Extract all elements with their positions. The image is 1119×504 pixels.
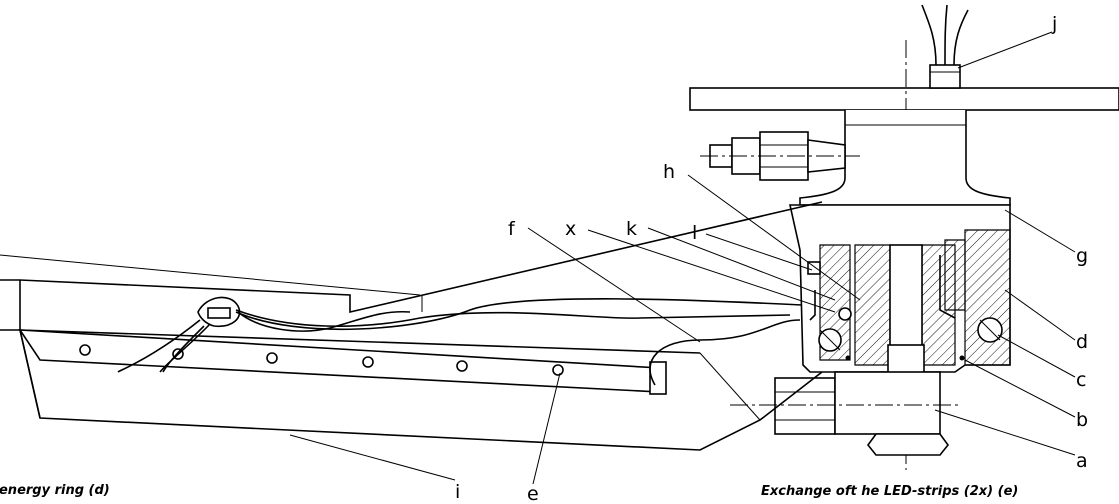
leader-lines — [289, 31, 1076, 485]
cable-gland — [921, 4, 969, 89]
label-g: g — [1076, 245, 1088, 267]
label-j: j — [1051, 13, 1057, 35]
label-a: a — [1076, 450, 1088, 472]
label-l: l — [692, 222, 697, 244]
side-fitting — [700, 131, 860, 181]
led-strip — [18, 329, 667, 395]
connector-cable-down — [162, 325, 205, 373]
label-b: b — [1076, 409, 1088, 431]
caption-led-strips: Exchange oft he LED-strips (2x) (e) — [761, 484, 1019, 499]
plug-connector — [117, 296, 803, 386]
label-e: e — [527, 483, 539, 504]
label-x: x — [565, 218, 576, 240]
label-c: c — [1076, 369, 1086, 391]
arm-boom — [0, 201, 823, 451]
label-i: i — [455, 481, 460, 503]
label-h: h — [663, 161, 675, 183]
lower-fitting — [730, 371, 960, 456]
caption-energy-ring: f the energy ring (d) — [0, 483, 110, 498]
label-f: f — [508, 218, 516, 240]
label-k: k — [626, 218, 637, 240]
part-labels: j h f x k l g d c b a i e — [455, 13, 1088, 504]
section-cutaway — [807, 229, 1011, 374]
label-d: d — [1076, 331, 1088, 353]
mounting-plate — [689, 87, 1119, 111]
